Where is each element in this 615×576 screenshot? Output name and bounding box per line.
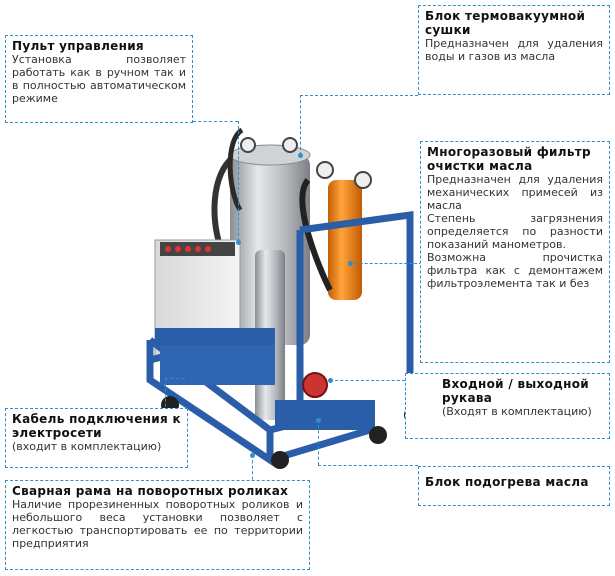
callout-text-2: Степень загрязнения определяется по разн… (427, 212, 603, 251)
callout-title: Кабель подключения к электросети (12, 412, 181, 440)
callout-title: Входной / выходной рукава (442, 377, 589, 405)
callout-heater: Блок подогрева масла (418, 466, 610, 506)
callout-title: Многоразовый фильтр очистки масла (427, 145, 591, 173)
oil-heater-pump (302, 372, 328, 398)
callout-title: Блок подогрева масла (425, 475, 589, 489)
callout-text: Предназначен для удаления воды и газов и… (425, 37, 603, 63)
callout-title: Пульт управления (12, 39, 144, 53)
callout-text: Наличие прорезиненных поворотных роликов… (12, 498, 303, 550)
callout-text: Установка позволяет работать как в ручно… (12, 53, 186, 105)
callout-frame: Сварная рама на поворотных роликах Налич… (5, 480, 310, 570)
callout-vacuum-drying: Блок термовакуумной сушки Предназначен д… (418, 5, 610, 95)
callout-filter: Многоразовый фильтр очистки масла Предна… (420, 141, 610, 363)
callout-title: Сварная рама на поворотных роликах (12, 484, 289, 498)
callout-hoses: Входной / выходной рукава (Входят в комп… (405, 373, 610, 439)
callout-text-1: Предназначен для удаления механических п… (427, 173, 603, 212)
oil-purification-unit-illustration (146, 127, 420, 469)
callout-text-3: Возможна прочистка фильтра как с демонта… (427, 251, 603, 290)
callout-cable: Кабель подключения к электросети (входит… (5, 408, 188, 468)
callout-sub: (входит в комплектацию) (12, 440, 162, 453)
callout-title: Блок термовакуумной сушки (425, 9, 586, 37)
reusable-filter (328, 180, 362, 300)
callout-sub: (Входят в комплектацию) (442, 405, 592, 418)
callout-control-panel: Пульт управления Установка позволяет раб… (5, 35, 193, 123)
